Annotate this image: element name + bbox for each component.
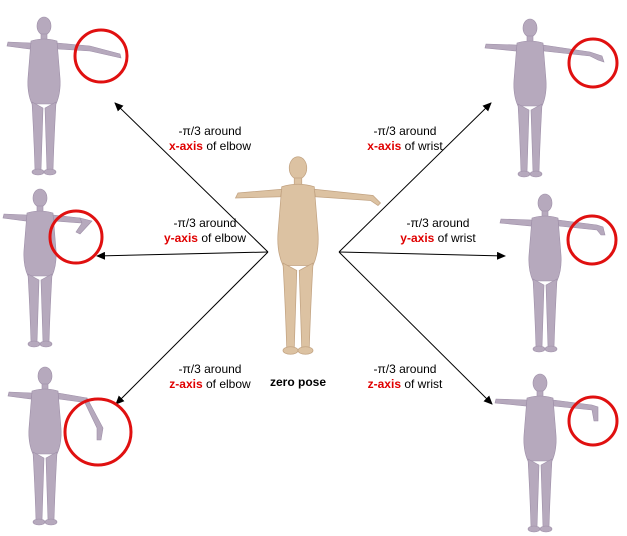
wrist-x-figure — [485, 19, 604, 177]
wrist-y-suffix: of wrist — [438, 231, 476, 245]
wrist-z-suffix: of wrist — [404, 377, 442, 391]
elbow-z-label-line1: -π/3 around — [155, 362, 265, 377]
wrist-x-axis-text: x-axis — [367, 139, 401, 153]
zero-pose-figure — [236, 157, 381, 355]
wrist-z-figure — [495, 374, 598, 532]
wrist-y-label-line1: -π/3 around — [383, 216, 493, 231]
wrist-x-label: -π/3 around x-axis of wrist — [350, 124, 460, 154]
elbow-z-label: -π/3 around z-axis of elbow — [155, 362, 265, 392]
elbow-y-label-line2: y-axis of elbow — [150, 231, 260, 246]
elbow-z-suffix: of elbow — [206, 377, 251, 391]
elbow-y-axis-text: y-axis — [164, 231, 198, 245]
wrist-y-label-line2: y-axis of wrist — [383, 231, 493, 246]
elbow-z-axis-text: z-axis — [169, 377, 202, 391]
wrist-z-axis-text: z-axis — [368, 377, 401, 391]
elbow-y-figure — [3, 189, 92, 347]
elbow-y-label: -π/3 around y-axis of elbow — [150, 216, 260, 246]
wrist-z-highlight-circle — [569, 397, 617, 445]
wrist-x-highlight-circle — [569, 39, 617, 87]
arrow-to-elbow-y — [97, 252, 268, 256]
wrist-y-highlight-circle — [568, 216, 616, 264]
elbow-x-label-line2: x-axis of elbow — [155, 139, 265, 154]
elbow-y-suffix: of elbow — [201, 231, 246, 245]
wrist-y-label: -π/3 around y-axis of wrist — [383, 216, 493, 246]
wrist-z-label-line2: z-axis of wrist — [350, 377, 460, 392]
elbow-x-suffix: of elbow — [206, 139, 251, 153]
elbow-y-label-line1: -π/3 around — [150, 216, 260, 231]
elbow-x-label-line1: -π/3 around — [155, 124, 265, 139]
wrist-x-label-line2: x-axis of wrist — [350, 139, 460, 154]
wrist-y-axis-text: y-axis — [400, 231, 434, 245]
elbow-x-axis-text: x-axis — [169, 139, 203, 153]
arrow-to-wrist-y — [339, 252, 505, 256]
elbow-x-figure — [7, 17, 121, 175]
wrist-x-label-line1: -π/3 around — [350, 124, 460, 139]
wrist-x-suffix: of wrist — [405, 139, 443, 153]
wrist-y-figure — [500, 194, 605, 352]
elbow-x-label: -π/3 around x-axis of elbow — [155, 124, 265, 154]
wrist-z-label: -π/3 around z-axis of wrist — [350, 362, 460, 392]
wrist-z-label-line1: -π/3 around — [350, 362, 460, 377]
elbow-z-label-line2: z-axis of elbow — [155, 377, 265, 392]
zero-pose-caption: zero pose — [270, 375, 326, 389]
elbow-z-figure — [8, 367, 103, 525]
